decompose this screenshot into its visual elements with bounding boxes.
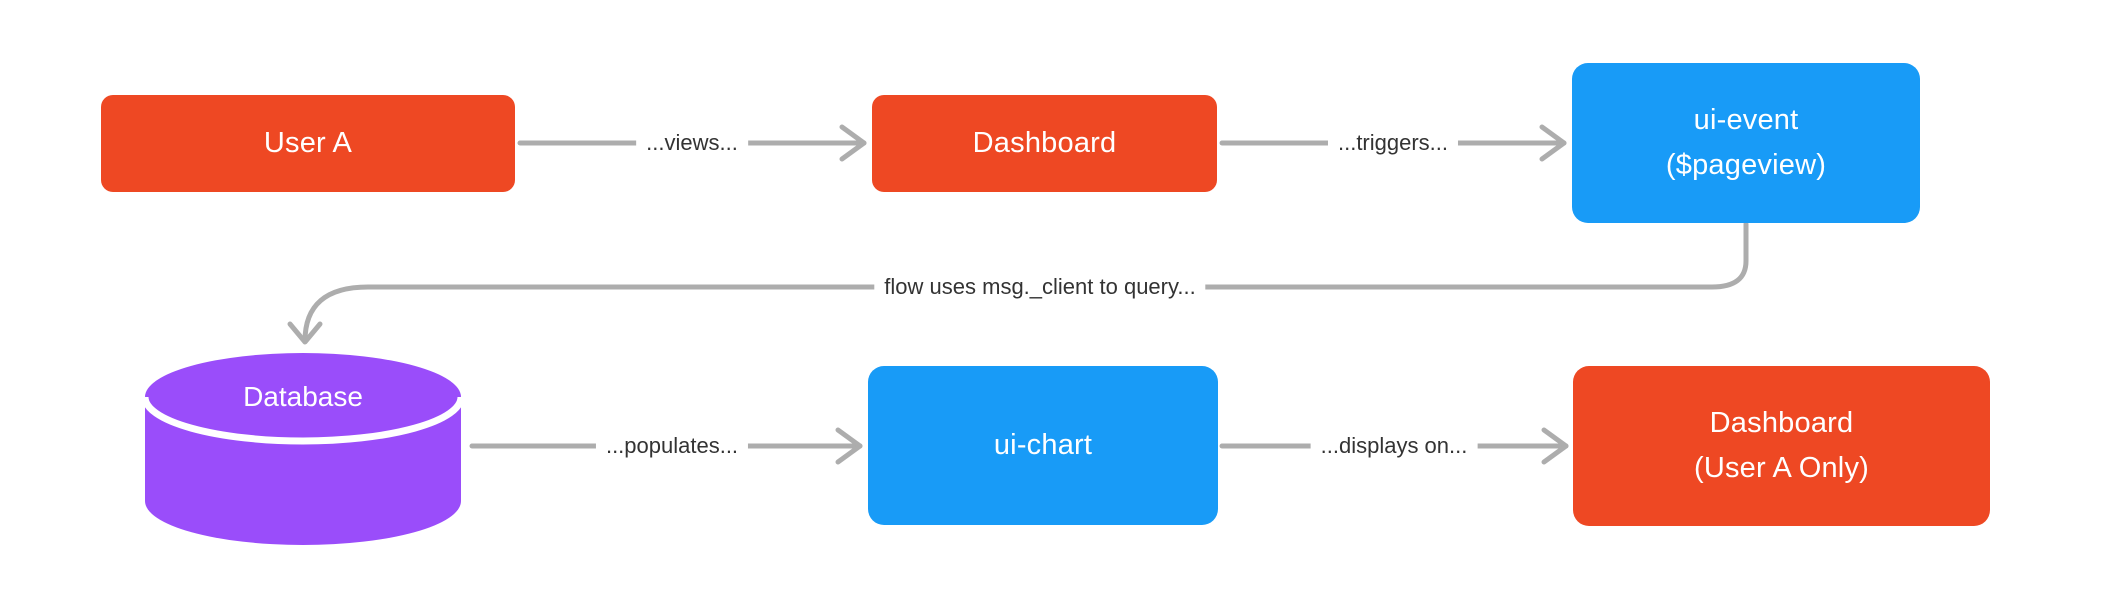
arrowhead-down-icon — [287, 321, 323, 345]
edge-label-views: ...views... — [636, 128, 748, 158]
edge-label-triggers: ...triggers... — [1327, 128, 1459, 158]
edge-label-displays-on: ...displays on... — [1310, 431, 1478, 461]
node-user-a-label: User A — [263, 127, 353, 159]
node-ui-event: ui-event ($pageview) — [1572, 63, 1920, 223]
node-ui-event-label-line1: ui-event — [1693, 104, 1799, 136]
arrowhead-right-icon — [839, 124, 867, 162]
node-database: Database — [141, 351, 465, 547]
arrowhead-right-icon — [835, 427, 863, 465]
edge-label-query: flow uses msg._client to query... — [874, 272, 1206, 302]
node-dashboard-user-a-label-line1: Dashboard — [1709, 407, 1854, 439]
node-dashboard-user-a-label-line2: (User A Only) — [1693, 452, 1870, 484]
node-ui-event-label-line2: ($pageview) — [1665, 149, 1827, 181]
node-ui-chart: ui-chart — [868, 366, 1218, 525]
node-dashboard: Dashboard — [872, 95, 1217, 192]
database-cylinder-icon — [141, 353, 465, 545]
edge-label-populates: ...populates... — [595, 431, 749, 461]
node-dashboard-user-a: Dashboard (User A Only) — [1573, 366, 1990, 526]
arrowhead-right-icon — [1541, 427, 1569, 465]
node-user-a: User A — [101, 95, 515, 192]
node-ui-chart-label: ui-chart — [993, 429, 1093, 461]
arrowhead-right-icon — [1539, 124, 1567, 162]
node-database-label: Database — [243, 381, 363, 412]
edge-query-line — [302, 221, 1749, 344]
node-dashboard-label: Dashboard — [972, 127, 1117, 159]
